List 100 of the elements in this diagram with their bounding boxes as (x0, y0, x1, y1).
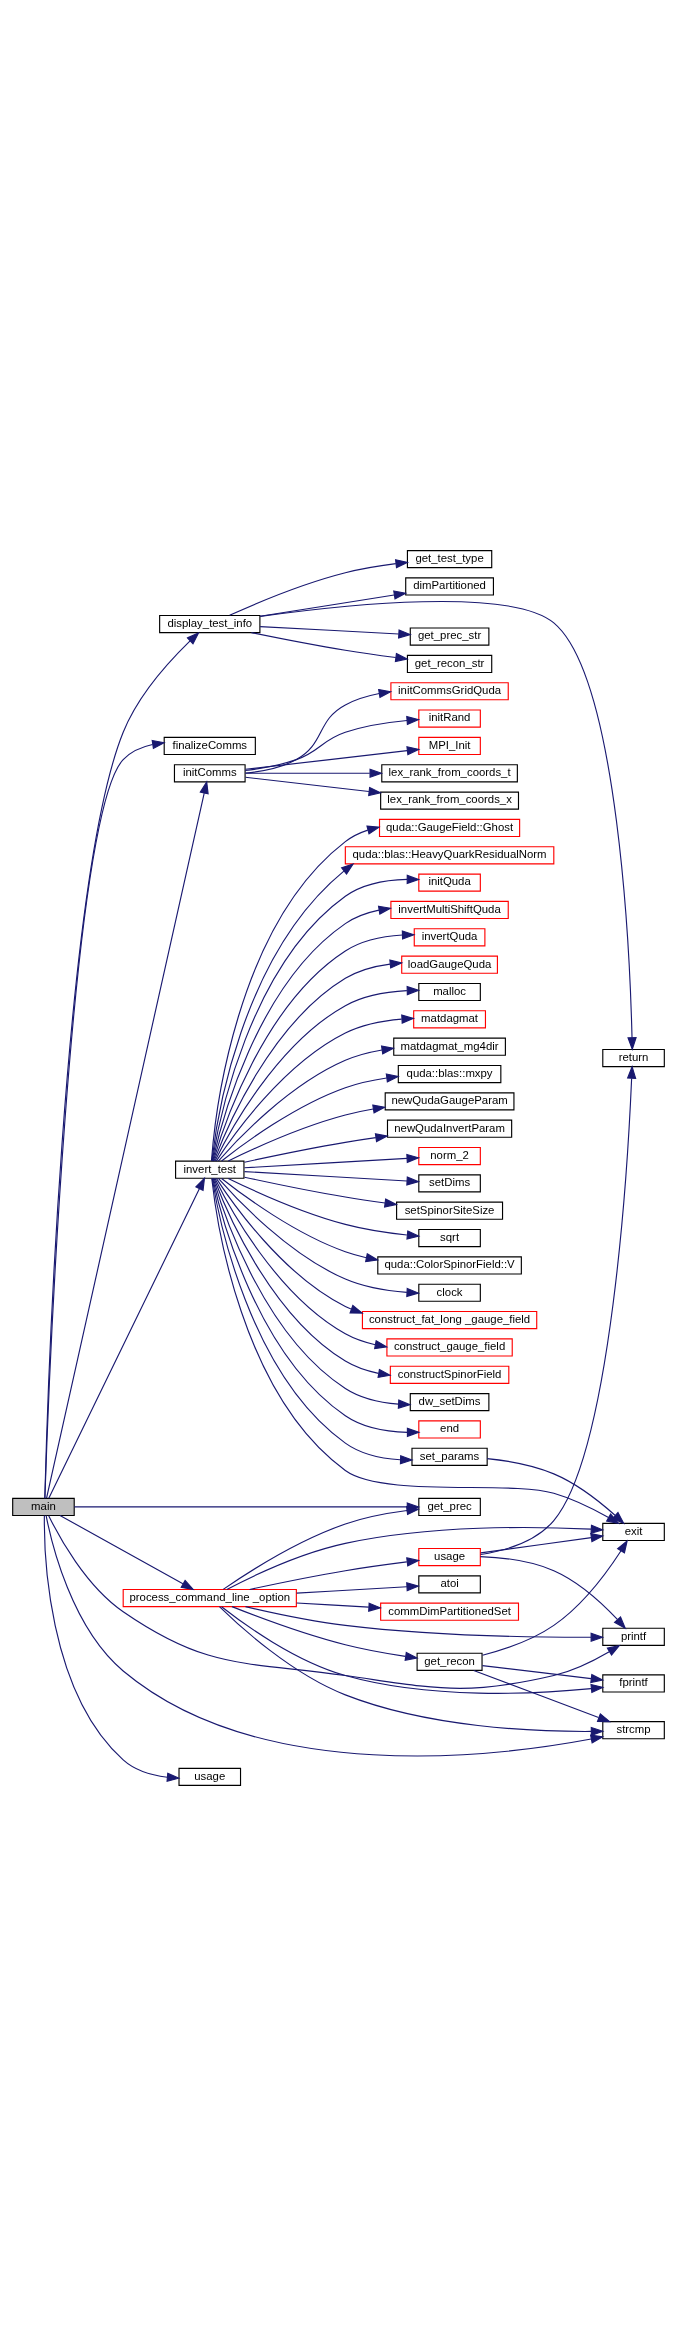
node-box: fprintf (602, 1674, 665, 1693)
arrow (243, 1171, 421, 1186)
node-box: quda::ColorSpinorField::V (377, 1256, 522, 1275)
arrow (217, 1045, 396, 1162)
arrow (211, 874, 421, 1162)
node-box: setDims (418, 1174, 481, 1193)
node-box: atoi (418, 1575, 481, 1594)
arrow (243, 1133, 389, 1163)
arrow (486, 1458, 625, 1525)
arrow (222, 1505, 421, 1590)
arrow (479, 1556, 627, 1630)
arrow (213, 1177, 392, 1379)
node-box: loadGaugeQuda (401, 955, 498, 974)
arrow (259, 626, 412, 639)
node-box: sqrt (418, 1228, 481, 1248)
node-box: initQuda (418, 873, 481, 892)
node-box: quda::GaugeField::Ghost (378, 818, 521, 838)
node-box: matdagmat_mg4dir (393, 1037, 506, 1056)
node-box: construct_fat_long _gauge_field (361, 1310, 538, 1330)
arrow (227, 1177, 421, 1240)
arrow (214, 1177, 389, 1350)
node-box: printf (602, 1627, 665, 1646)
arrow (221, 1606, 605, 1694)
node-box: get_prec_str (409, 627, 490, 646)
arrow (243, 1153, 421, 1169)
arrow (249, 1557, 421, 1590)
node-box: initRand (418, 709, 481, 728)
arrow (215, 1014, 416, 1162)
node-box: quda::blas::mxpy (397, 1064, 502, 1084)
node-box: dw_setDims (409, 1393, 490, 1412)
arrow (259, 590, 408, 617)
node-box: malloc (418, 982, 481, 1002)
arrow (215, 1177, 364, 1314)
arrow (210, 825, 381, 1162)
node-box: return (602, 1048, 665, 1068)
node-box: lex_rank_from_coords_x (380, 791, 520, 810)
arrow (46, 780, 209, 1499)
node-box: lex_rank_from_coords_t (381, 764, 518, 783)
node-box: finalizeComms (163, 736, 256, 756)
arrow (231, 1606, 419, 1662)
node-box: commDimPartitionedSet (380, 1602, 520, 1621)
arrow (244, 688, 393, 774)
arrow (480, 1065, 637, 1556)
arrow (44, 739, 166, 1499)
node-box: exit (602, 1522, 665, 1542)
arrow (296, 1582, 421, 1594)
arrow (221, 1177, 380, 1263)
arrow (48, 1176, 206, 1499)
node-box: get_recon (416, 1652, 483, 1671)
node-box: clock (418, 1283, 481, 1302)
node-box: constructSpinorField (389, 1365, 510, 1384)
arrow (217, 1177, 421, 1298)
arrow (244, 768, 384, 779)
arrow (481, 1665, 605, 1684)
arrow (243, 1176, 399, 1208)
node-box: initComms (173, 764, 246, 783)
node-box: dimPartitioned (405, 577, 494, 596)
arrow (244, 745, 421, 770)
node-box: setSpinorSiteSize (396, 1201, 504, 1220)
arrow (43, 1514, 181, 1782)
node-box: usage (418, 1547, 481, 1567)
node-box: invertQuda (413, 928, 486, 947)
node-box: matdagmat (413, 1010, 487, 1029)
node-box: MPI_Init (418, 736, 481, 756)
node-box: process_command_line _option (122, 1588, 297, 1608)
node-box: initCommsGridQuda (390, 682, 509, 701)
node-box: construct_gauge_field (386, 1338, 513, 1357)
node-box: norm_2 (418, 1146, 481, 1166)
node-box: get_recon_str (406, 654, 493, 674)
node-box: strcmp (602, 1721, 665, 1740)
arrow (211, 1177, 621, 1525)
arrow (244, 1606, 605, 1642)
arrow (250, 632, 409, 663)
arrow (212, 905, 393, 1162)
node-box: invert_test (175, 1160, 245, 1179)
arrow (244, 776, 383, 797)
arrow (227, 1104, 387, 1162)
node-box: set_params (411, 1447, 488, 1466)
arrow (59, 1514, 195, 1591)
node-box: invertMultiShiftQuda (390, 900, 509, 920)
node-box: newQudaInvertParam (386, 1119, 513, 1138)
node-box: end (418, 1420, 481, 1439)
arrow (229, 558, 410, 616)
node-box: main (12, 1497, 75, 1516)
arrow (226, 1524, 605, 1590)
arrow (211, 862, 355, 1162)
arrow (214, 985, 421, 1162)
arrow (473, 1669, 612, 1723)
node-box: quda::blas::HeavyQuarkResidualNorm (344, 846, 555, 865)
node-box: get_prec (418, 1497, 481, 1516)
arrow (213, 959, 404, 1162)
arrow (481, 1539, 629, 1656)
arrow (244, 715, 421, 772)
arrow (48, 1515, 621, 1689)
node-box: get_test_type (406, 550, 493, 569)
arrow (480, 1532, 605, 1554)
arrow (221, 1073, 400, 1162)
node-box: usage (178, 1767, 242, 1786)
node-box: display_test_info (159, 614, 261, 634)
arrow (259, 600, 637, 1051)
